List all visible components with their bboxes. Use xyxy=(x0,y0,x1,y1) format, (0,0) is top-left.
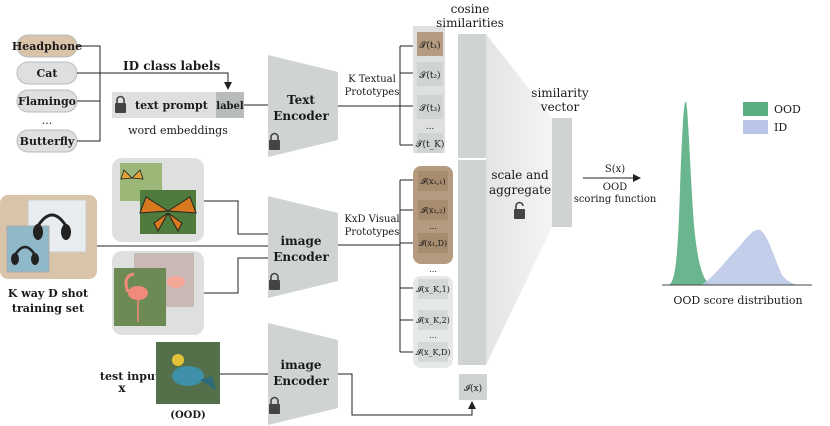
class-label-headphone: Headphone xyxy=(12,40,82,53)
class-label-cat: Cat xyxy=(37,67,59,80)
text-proto-1: 𝓣(t₁) xyxy=(419,40,440,51)
visual-proto-1-ellipsis: ... xyxy=(429,222,437,231)
k-textual-label-1: K Textual xyxy=(348,74,396,85)
ood-score-distribution xyxy=(662,101,812,286)
text-proto-3: 𝓣(t₃) xyxy=(419,103,440,114)
legend-ood-swatch xyxy=(743,102,768,116)
image-encoder-test-block xyxy=(268,323,338,425)
word-embeddings-caption: word embeddings xyxy=(128,124,228,137)
distribution-caption: OOD score distribution xyxy=(673,294,802,307)
label-slot xyxy=(216,92,244,118)
text-encoder-block xyxy=(268,55,338,157)
visual-proto-bracket xyxy=(399,179,414,353)
prompt-text: text prompt xyxy=(135,99,209,112)
kxd-visual-label-1: KxD Visual xyxy=(344,214,399,225)
text-prototypes: 𝓣(t₁) 𝓣(t₂) 𝓣(t₃) ... 𝓣(t_K) xyxy=(416,32,445,153)
text-encoder-lock-icon xyxy=(269,132,280,150)
image-encoder-train-block xyxy=(268,196,338,298)
aggregate-unlock-icon xyxy=(514,201,525,219)
similarity-vector-label-2: vector xyxy=(540,100,580,114)
training-set-label-1: K way D shot xyxy=(8,287,89,300)
image-encoder-test-lock-icon xyxy=(269,396,280,414)
similarity-vector-bar xyxy=(552,118,572,227)
headphone-images xyxy=(6,199,87,273)
image-encoder-train-lock-icon xyxy=(269,272,280,290)
id-class-labels-title: ID class labels xyxy=(123,59,220,73)
aggregation-fan xyxy=(486,34,552,365)
ood-distribution-curve xyxy=(668,101,712,285)
prompt-label-slot-text: label xyxy=(216,101,244,112)
k-textual-label-2: Prototypes xyxy=(345,87,400,98)
cosine-column-text xyxy=(458,34,486,158)
bird-image xyxy=(156,342,220,404)
labels-arrow xyxy=(100,72,232,90)
text-encoder-label-2: Encoder xyxy=(273,109,329,123)
butterfly-images xyxy=(120,163,197,234)
flamingo-images xyxy=(114,253,194,326)
scale-label-1: scale and xyxy=(491,168,549,182)
cosine-column-visual xyxy=(458,160,486,365)
visual-prototypes: 𝓘(x₁,₁) 𝓘(x₁,₂) ... 𝓘(x₁,D) ... 𝓘(x_K,1)… xyxy=(415,171,451,362)
score-sx-label: S(x) xyxy=(605,164,625,175)
similarity-vector-label-1: similarity xyxy=(531,86,589,100)
image-encoder-test-label-2: Encoder xyxy=(273,374,329,388)
visual-proto-1-d: 𝓘(x₁,D) xyxy=(419,239,447,248)
id-distribution-curve xyxy=(700,229,802,285)
visual-proto-1-2: 𝓘(x₁,₂) xyxy=(420,206,445,215)
class-label-list: Headphone Cat Flamingo ... Butterfly xyxy=(12,34,82,153)
legend-ood-label: OOD xyxy=(774,103,801,116)
scale-label-2: aggregate xyxy=(489,183,551,197)
class-ellipsis: ... xyxy=(42,114,53,127)
image-encoder-test-label-1: image xyxy=(280,358,321,372)
visual-proto-group-ellipsis: ... xyxy=(429,265,437,274)
visual-proto-k-2: 𝓘(x_K,2) xyxy=(416,316,450,325)
cosine-label-1: cosine xyxy=(451,2,490,16)
kxd-visual-label-2: Prototypes xyxy=(345,227,400,238)
text-proto-2: 𝓣(t₂) xyxy=(419,70,440,81)
training-set-label-2: training set xyxy=(12,302,85,315)
text-proto-k: 𝓣(t_K) xyxy=(416,139,445,150)
text-proto-bracket xyxy=(399,45,414,146)
prompt-lock-icon xyxy=(115,95,126,113)
image-encoder-train-label-2: Encoder xyxy=(273,250,329,264)
image-encoder-train-label-1: image xyxy=(280,234,321,248)
test-input-label: test input xyxy=(100,370,161,383)
class-bracket xyxy=(77,45,101,142)
text-proto-ellipsis: ... xyxy=(426,122,435,132)
flamingo-to-encoder-line xyxy=(204,257,268,294)
test-feature-arrow xyxy=(338,373,476,416)
prompt-bar xyxy=(112,92,216,118)
cosine-label-2: similarities xyxy=(436,16,504,30)
text-encoder-label-1: Text xyxy=(287,93,315,107)
visual-proto-k-ellipsis: ... xyxy=(429,331,437,340)
test-input-x: x xyxy=(118,381,126,395)
test-feature-text: 𝓘(x) xyxy=(464,383,482,394)
test-feature-box xyxy=(459,374,487,400)
class-label-flamingo: Flamingo xyxy=(18,95,76,108)
visual-proto-k-d: 𝓘(x_K,D) xyxy=(415,348,450,357)
test-ood-label: (OOD) xyxy=(170,410,206,421)
visual-proto-k-1: 𝓘(x_K,1) xyxy=(416,285,450,294)
legend-id-label: ID xyxy=(774,121,787,134)
scoring-label-2: scoring function xyxy=(574,194,657,205)
scoring-label-1: OOD xyxy=(603,182,627,193)
class-label-butterfly: Butterfly xyxy=(20,135,75,148)
visual-proto-1-1: 𝓘(x₁,₁) xyxy=(420,177,445,186)
butterfly-to-encoder-line xyxy=(204,200,268,235)
legend-id-swatch xyxy=(743,120,768,134)
